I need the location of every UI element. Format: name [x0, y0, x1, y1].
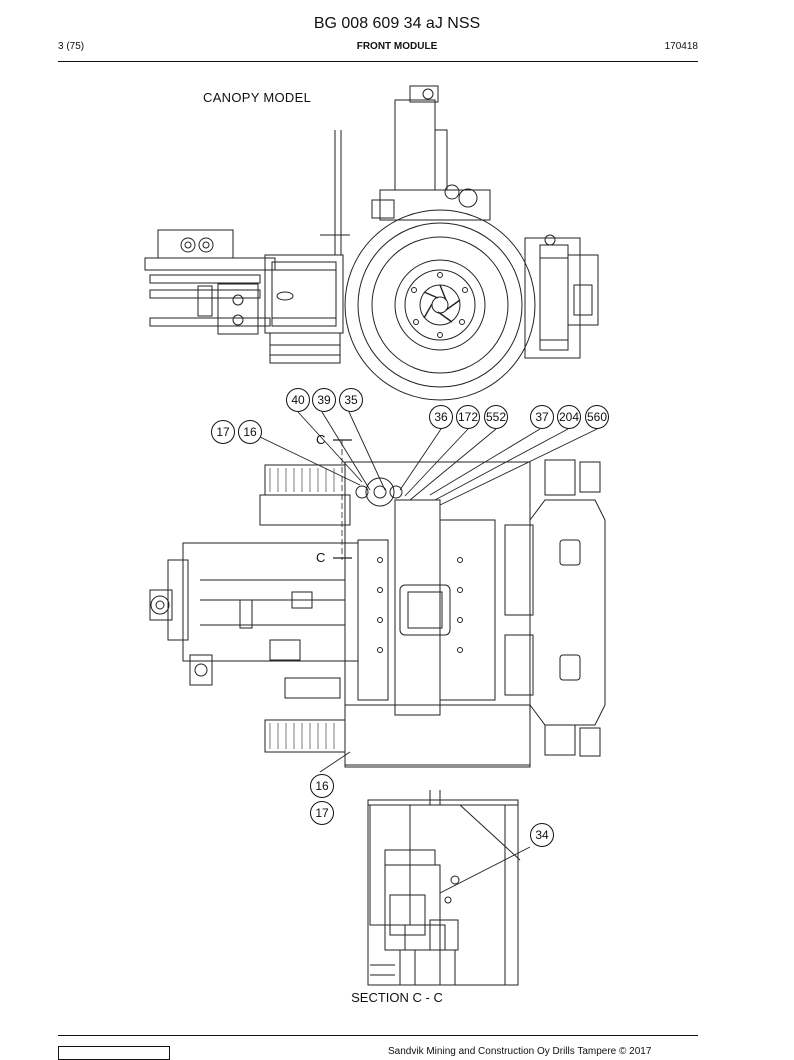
- callout-16-bottom: 16: [310, 774, 334, 798]
- page-number: 3 (75): [58, 41, 85, 52]
- callout-35: 35: [339, 388, 363, 412]
- callout-16-top: 16: [238, 420, 262, 444]
- footer-rule: [58, 1035, 698, 1036]
- section-cc-label: SECTION C - C: [351, 990, 443, 1005]
- header-rule: [58, 61, 698, 62]
- callout-17-bottom: 17: [310, 801, 334, 825]
- company-logo: [58, 1046, 170, 1060]
- callout-39: 39: [312, 388, 336, 412]
- plan-view: [149, 439, 606, 768]
- callout-37: 37: [530, 405, 554, 429]
- callout-204: 204: [557, 405, 581, 429]
- callout-36: 36: [429, 405, 453, 429]
- callout-172: 172: [456, 405, 480, 429]
- leader-lines: [259, 411, 598, 894]
- canopy-side-view: [144, 85, 599, 401]
- canopy-model-label: CANOPY MODEL: [203, 90, 312, 105]
- callout-40: 40: [286, 388, 310, 412]
- document-title: BG 008 609 34 aJ NSS: [313, 15, 481, 32]
- section-cc-view: [367, 790, 521, 986]
- cut-mark-top: C: [316, 432, 326, 447]
- footer-copyright: Sandvik Mining and Construction Oy Drill…: [388, 1046, 652, 1057]
- cut-mark-bottom: C: [316, 550, 326, 565]
- section-title: FRONT MODULE: [356, 41, 438, 52]
- callout-560: 560: [585, 405, 609, 429]
- callout-552: 552: [484, 405, 508, 429]
- callout-34: 34: [530, 823, 554, 847]
- callout-17-top: 17: [211, 420, 235, 444]
- document-date: 170418: [664, 41, 698, 52]
